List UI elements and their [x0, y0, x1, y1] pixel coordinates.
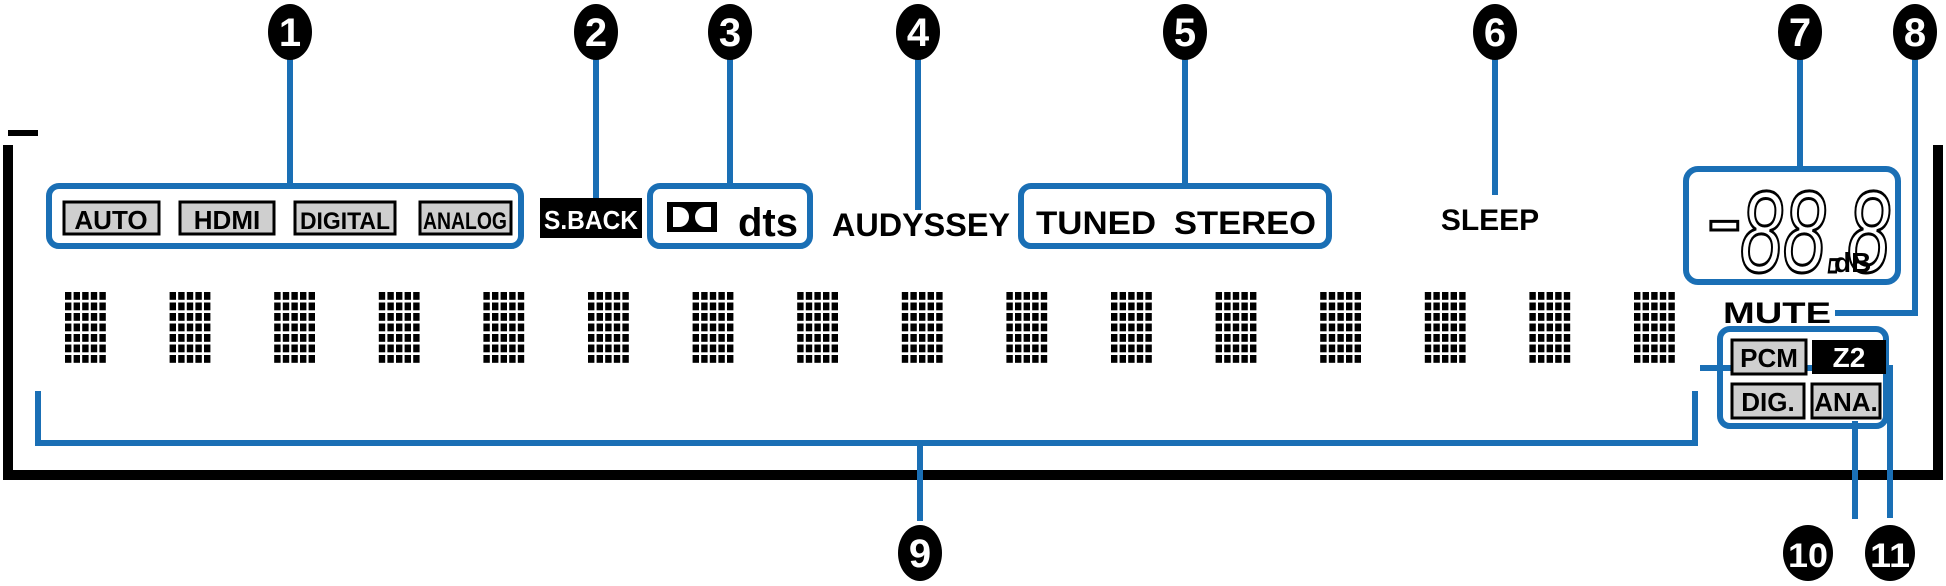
- callout-badge: 11: [1865, 525, 1915, 581]
- display-character-cell: [1006, 292, 1048, 363]
- indicator-hdmi: HDMI: [194, 205, 260, 235]
- indicator-auto: AUTO: [74, 205, 147, 235]
- sback-indicator: S.BACK: [544, 205, 638, 235]
- volume-minus: -: [1706, 156, 1743, 279]
- callout-badge: 10: [1783, 525, 1833, 581]
- callout-leaders: [35, 58, 1918, 521]
- callout-number: 10: [1788, 537, 1828, 575]
- callout-number: 11: [1870, 537, 1910, 575]
- callout-badge: 9: [898, 525, 942, 581]
- indicator-analog: ANALOG: [423, 208, 507, 235]
- tuned-indicator: TUNED: [1036, 205, 1156, 241]
- display-character-cell: [588, 292, 629, 363]
- display-character-cell: [901, 292, 943, 363]
- highlight-boxes: [46, 166, 1901, 429]
- indicator-digital: DIGITAL: [300, 208, 390, 235]
- volume-digits: 88.8: [1740, 167, 1890, 297]
- sback-indicator-bg: [540, 198, 642, 238]
- callout-number: 6: [1484, 11, 1506, 55]
- display-character-cell: [65, 292, 106, 363]
- display-character-cell: [1111, 292, 1152, 363]
- volume-unit: dB: [1834, 247, 1871, 278]
- callout-number: 4: [907, 11, 930, 55]
- dolby-double-d-icon: [667, 202, 717, 232]
- display-character-cell: [692, 292, 734, 363]
- sleep-indicator: SLEEP: [1441, 204, 1539, 237]
- zone2-indicator: Z2: [1833, 342, 1866, 373]
- indicator-dig: DIG.: [1741, 387, 1794, 417]
- callout-number: 1: [279, 11, 301, 55]
- callout-badge: 8: [1893, 4, 1937, 60]
- callout-badge: 7: [1778, 4, 1822, 60]
- input-signal-indicators: PCM DIG. ANA.: [1730, 338, 1882, 420]
- stereo-indicator: STEREO: [1174, 205, 1316, 241]
- callout-badge: 6: [1473, 4, 1517, 60]
- display-character-cell: [483, 292, 525, 363]
- display-panel-frame: [3, 145, 1943, 480]
- display-character-cell: [1634, 292, 1675, 363]
- callout-number: 9: [909, 532, 931, 576]
- callout-badge: 2: [574, 4, 618, 60]
- mute-indicator: MUTE: [1723, 297, 1831, 330]
- callout-badge: 4: [896, 4, 940, 60]
- volume-display: - 88.8 dB: [1705, 155, 1892, 299]
- display-character-cell: [1320, 292, 1361, 363]
- display-character-cell: [1424, 292, 1466, 363]
- callout-badge: 1: [268, 4, 312, 60]
- display-character-cell: [1529, 292, 1571, 363]
- audyssey-indicator: AUDYSSEY: [832, 207, 1010, 243]
- input-mode-indicators: AUTO HDMI DIGITAL ANALOG: [62, 200, 513, 236]
- information-display: [65, 292, 1675, 363]
- zone2-indicator-bg: [1812, 340, 1886, 374]
- callout-number: 2: [585, 11, 607, 55]
- display-character-cell: [378, 292, 420, 363]
- display-character-cell: [274, 292, 315, 363]
- display-character-cell: [169, 292, 211, 363]
- indicator-pcm: PCM: [1740, 343, 1798, 373]
- callout-number: 5: [1174, 11, 1196, 55]
- callout-number: 7: [1789, 11, 1811, 55]
- callout-number: 8: [1904, 11, 1926, 55]
- callout-badges: 1 2 3 4 5 6 7 8 9 10 11: [268, 4, 1937, 581]
- callout-badge: 3: [708, 4, 752, 60]
- callout-badge: 5: [1163, 4, 1207, 60]
- display-character-cell: [1215, 292, 1257, 363]
- indicator-ana: ANA.: [1814, 387, 1878, 417]
- dts-logo: dts: [738, 201, 798, 245]
- callout-number: 3: [719, 11, 741, 55]
- display-character-cell: [797, 292, 838, 363]
